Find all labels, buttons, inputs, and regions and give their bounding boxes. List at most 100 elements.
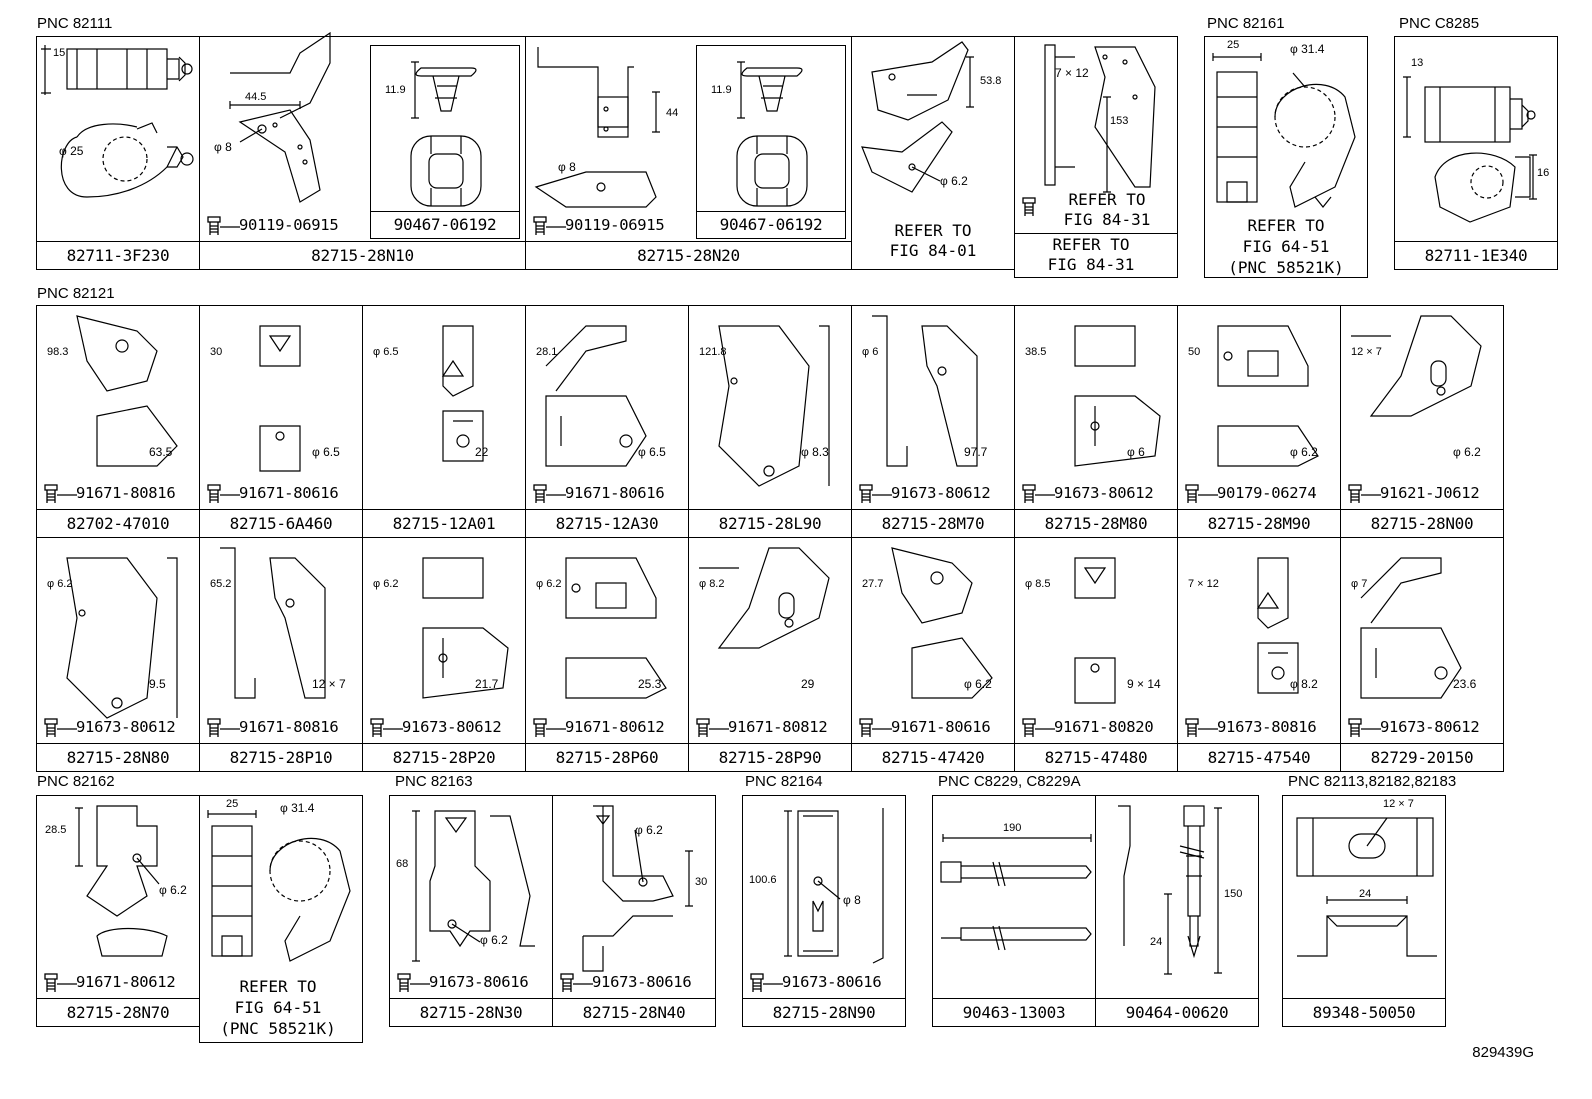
part-drawing (545, 325, 647, 467)
part-drawing (861, 41, 974, 193)
part-number: 82729-20150 (1341, 743, 1503, 771)
part-drawing (1212, 53, 1356, 208)
part-drawing (76, 315, 178, 467)
part-cell: φ 6.2 21.7 91673-80612 82715-28P20 (362, 537, 526, 772)
bolt-callout: 91673-80612 (858, 482, 991, 504)
bolt-icon (370, 718, 403, 737)
bolt-callout: 90119-06915 (532, 214, 665, 236)
dimension: 21.7 (475, 677, 499, 691)
dimension: φ 8 (558, 160, 576, 174)
dimension: 29 (801, 677, 815, 691)
dimension: 13 (1411, 57, 1424, 69)
part-drawing (534, 47, 660, 208)
dimension: φ 6.2 (940, 174, 968, 188)
dimension: φ 6.5 (638, 445, 666, 459)
pnc-label: PNC C8229, C8229A (938, 773, 1081, 790)
bolt-part-number: 91671-80612 (565, 718, 665, 736)
part-drawing (784, 808, 884, 964)
part-drawing (1217, 325, 1319, 467)
part-cell: 25 φ 31.4 REFER TO FIG 64-51 (PNC 58521K… (1204, 36, 1368, 278)
dimension: 11.9 (711, 84, 732, 96)
bolt-icon (533, 718, 566, 737)
pnc-label: PNC 82121 (37, 285, 115, 302)
part-number: 82715-28N40 (553, 998, 715, 1026)
sub-part-cell: 11.9 90467-06192 (696, 45, 846, 239)
part-cell: 68 φ 6.2 91673-80616 82715-28N30 (389, 795, 553, 1027)
bolt-icon (560, 973, 593, 992)
dimension: φ 6.5 (312, 445, 340, 459)
dimension: 50 (1188, 346, 1201, 358)
part-cell: 100.6 φ 8 91673-80616 82715-28N90 (742, 795, 906, 1027)
dimension: 25 (226, 798, 239, 810)
dimension: φ 6.2 (373, 578, 399, 590)
dimension: 11.9 (385, 84, 406, 96)
bolt-callout: 91673-80612 (369, 716, 502, 738)
part-cell: 190 90463-13003 (932, 795, 1096, 1027)
part-number: 82715-28P60 (526, 743, 688, 771)
part-drawing (75, 805, 168, 957)
bolt-callout: 91671-80812 (695, 716, 828, 738)
dimension: φ 6.2 (1290, 445, 1318, 459)
bolt-callout: 90119-06915 (206, 214, 339, 236)
dimension: φ 7 (1351, 578, 1368, 590)
part-number: 82711-3F230 (37, 241, 199, 269)
part-number: 82715-47540 (1178, 743, 1340, 771)
dimension: φ 6 (862, 346, 879, 358)
pnc-label: PNC C8285 (1399, 15, 1480, 32)
bolt-part-number: 91673-80612 (402, 718, 502, 736)
dimension: 63.5 (149, 445, 173, 459)
dimension: 30 (210, 346, 223, 358)
pnc-label: PNC 82162 (37, 773, 115, 790)
bolt-part-number: 91671-80616 (891, 718, 991, 736)
bolt-icon (533, 216, 566, 235)
refer-note: REFER TO FIG 84-31 (1063, 190, 1151, 229)
part-number: 82715-28P10 (200, 743, 362, 771)
bolt-icon (207, 216, 240, 235)
bolt-icon (1348, 484, 1381, 503)
part-number: 82715-28P20 (363, 743, 525, 771)
refer-note: REFER TO FIG 64-51 (PNC 58521K) (1228, 216, 1344, 277)
bolt-icon (207, 718, 240, 737)
bolt-part-number: 91673-80612 (1380, 718, 1480, 736)
dimension: 25 (1227, 39, 1240, 51)
dimension: 100.6 (749, 874, 777, 886)
dimension: 23.6 (1453, 677, 1477, 691)
sub-part-number: 90467-06192 (371, 211, 519, 238)
drawing-code: 829439G (1472, 1044, 1534, 1061)
dimension: φ 31.4 (280, 801, 315, 815)
bolt-icon (44, 484, 77, 503)
part-drawing (207, 810, 351, 962)
bolt-callout: 91671-80612 (43, 971, 176, 993)
part-number: 82715-12A30 (526, 509, 688, 537)
dimension: φ 6.2 (1453, 445, 1481, 459)
bolt-icon (1022, 484, 1055, 503)
part-number: 82715-28M80 (1015, 509, 1177, 537)
dimension: 12 × 7 (1383, 798, 1414, 810)
dimension: 24 (1359, 888, 1372, 900)
part-drawing (872, 315, 978, 467)
bolt-callout: 91673-80816 (1184, 716, 1317, 738)
bolt-callout: 91673-80612 (1021, 482, 1154, 504)
dimension: φ 8 (214, 140, 232, 154)
part-drawing (565, 557, 667, 699)
part-cell: 13 16 82711-1E340 (1394, 36, 1558, 270)
part-number: 89348-50050 (1283, 998, 1445, 1026)
dimension: 121.8 (699, 346, 727, 358)
refer-note: REFER TO FIG 64-51 (PNC 58521K) (220, 977, 336, 1038)
dimension: 9 × 14 (1127, 677, 1161, 691)
bolt-callout: 90179-06274 (1184, 482, 1317, 504)
dimension: φ 6.2 (536, 578, 562, 590)
part-cell: 28.5 φ 6.2 91671-80612 82715-28N70 (36, 795, 200, 1027)
bolt-icon (533, 484, 566, 503)
bolt-part-number: 91673-80612 (76, 718, 176, 736)
part-drawing (412, 810, 535, 962)
bolt-callout: 91671-80820 (1021, 716, 1154, 738)
bolt-callout: 91673-80612 (1347, 716, 1480, 738)
